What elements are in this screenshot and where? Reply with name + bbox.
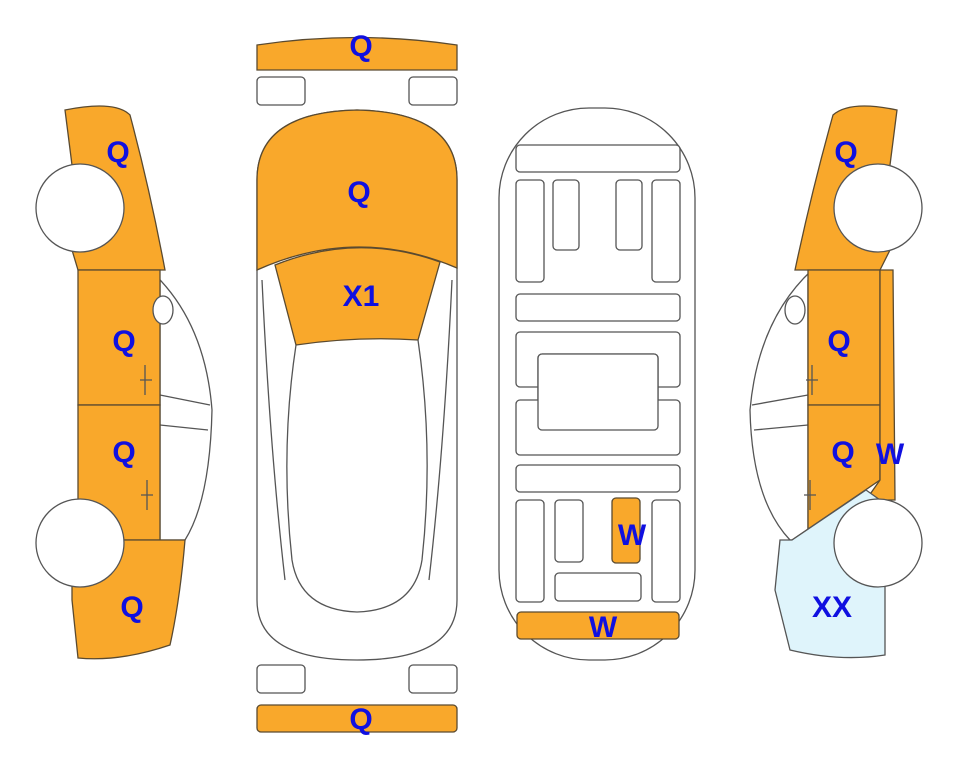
hood[interactable] — [256, 109, 458, 272]
label-underbody-rear: W — [589, 611, 618, 644]
label-right-pillar: W — [876, 438, 905, 471]
right-mirror — [784, 295, 806, 325]
label-left-rear-door: Q — [112, 436, 135, 469]
right-side-view: Q Q Q W XX — [749, 105, 923, 659]
label-windshield: X1 — [343, 280, 380, 313]
label-left-front-fender: Q — [106, 136, 129, 169]
roof-outline — [286, 339, 428, 613]
windshield[interactable] — [274, 247, 441, 346]
left-side-view: Q Q Q Q — [35, 105, 213, 660]
label-right-rear-door: Q — [831, 436, 854, 469]
label-left-front-door: Q — [112, 325, 135, 358]
right-front-wheel — [833, 163, 923, 253]
label-right-front-door: Q — [827, 325, 850, 358]
underbody-rail[interactable] — [611, 497, 641, 564]
underbody-rear[interactable] — [516, 611, 680, 640]
top-view: Q Q X1 Q — [256, 30, 458, 736]
front-bumper[interactable] — [256, 36, 458, 71]
rear-bumper[interactable] — [256, 704, 458, 733]
left-front-door[interactable] — [77, 269, 161, 406]
underbody-view: W W — [498, 107, 696, 661]
right-headlight — [408, 76, 458, 106]
left-mirror — [152, 295, 174, 325]
left-side-glass-area — [149, 269, 213, 541]
right-rear-wheel — [833, 498, 923, 588]
left-rear-wheel — [35, 498, 125, 588]
right-taillight — [408, 664, 458, 694]
label-underbody-rail: W — [618, 519, 647, 552]
label-right-rear-quarter: XX — [812, 591, 852, 624]
right-side-glass-area — [749, 269, 813, 541]
left-taillight — [256, 664, 306, 694]
label-hood: Q — [347, 176, 370, 209]
label-rear-bumper: Q — [349, 703, 372, 736]
label-front-bumper: Q — [349, 30, 372, 63]
left-front-wheel — [35, 163, 125, 253]
label-left-rear-quarter: Q — [120, 591, 143, 624]
left-headlight — [256, 76, 306, 106]
label-right-front-fender: Q — [834, 136, 857, 169]
